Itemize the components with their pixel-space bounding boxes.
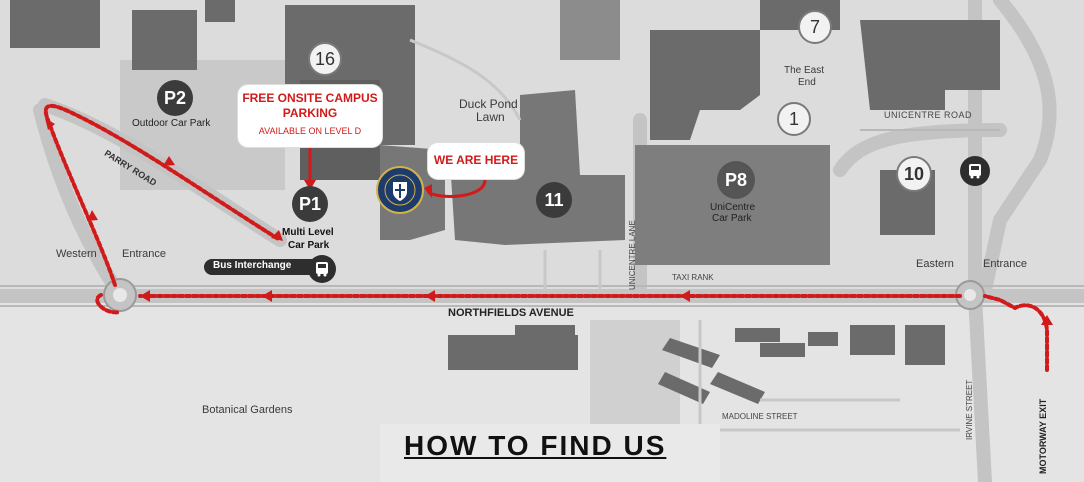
western-entrance-label: Entrance [122,248,167,260]
p2-label: Outdoor Car Park [132,118,211,129]
eastern-label: Eastern [916,258,954,270]
building-11-marker: 11 [536,182,572,218]
building-7-marker: 7 [798,10,832,44]
east-end-label-1: The East [784,65,825,76]
building-10-marker: 10 [896,156,932,192]
bus-icon-east [960,156,990,186]
title-backdrop [380,424,720,482]
p1-badge: P1 [292,186,328,222]
duck-pond-label-1: Duck Pond [459,97,518,111]
we-are-here-callout: WE ARE HERE [428,143,524,179]
free-parking-title-2: PARKING [282,106,338,120]
building-16-marker: 16 [308,42,342,76]
we-are-here-text: WE ARE HERE [433,153,519,167]
page-title: HOW TO FIND US [404,430,667,461]
duck-pond-label-2: Lawn [476,110,505,124]
taxi-rank-label: TAXI RANK [672,273,714,282]
p1-label-line2: Car Park [288,240,330,251]
northfields-avenue-label: NORTHFIELDS AVENUE [448,307,574,319]
motorway-exit-label: MOTORWAY EXIT [1038,398,1048,474]
p8-badge: P8 [717,161,755,199]
bus-interchange-tag: Bus Interchange [204,259,316,275]
madoline-street-label: MADOLINE STREET [722,412,798,421]
medical-centre-logo [376,166,424,214]
free-parking-callout: FREE ONSITE CAMPUS PARKING AVAILABLE ON … [238,85,382,147]
free-parking-subtitle: AVAILABLE ON LEVEL D [258,126,362,136]
p8-label-line2: Car Park [712,213,752,224]
p2-badge: P2 [157,80,193,116]
unicentre-lane-label: UNICENTRE LANE [628,220,637,290]
western-label: Western [56,248,97,260]
bus-icon [308,255,336,283]
unicentre-road-label: UNICENTRE ROAD [884,110,973,120]
bus-interchange-label: Bus Interchange [213,260,292,271]
eastern-entrance-label: Entrance [983,258,1028,270]
free-parking-title-1: FREE ONSITE CAMPUS [242,91,378,105]
irvine-street-label: IRVINE STREET [965,379,974,440]
building-1-marker: 1 [777,102,811,136]
east-end-label-2: End [798,77,816,88]
botanical-gardens-label: Botanical Gardens [202,404,293,416]
p1-label-line1: Multi Level [282,227,334,238]
p8-label-line1: UniCentre [710,202,756,213]
